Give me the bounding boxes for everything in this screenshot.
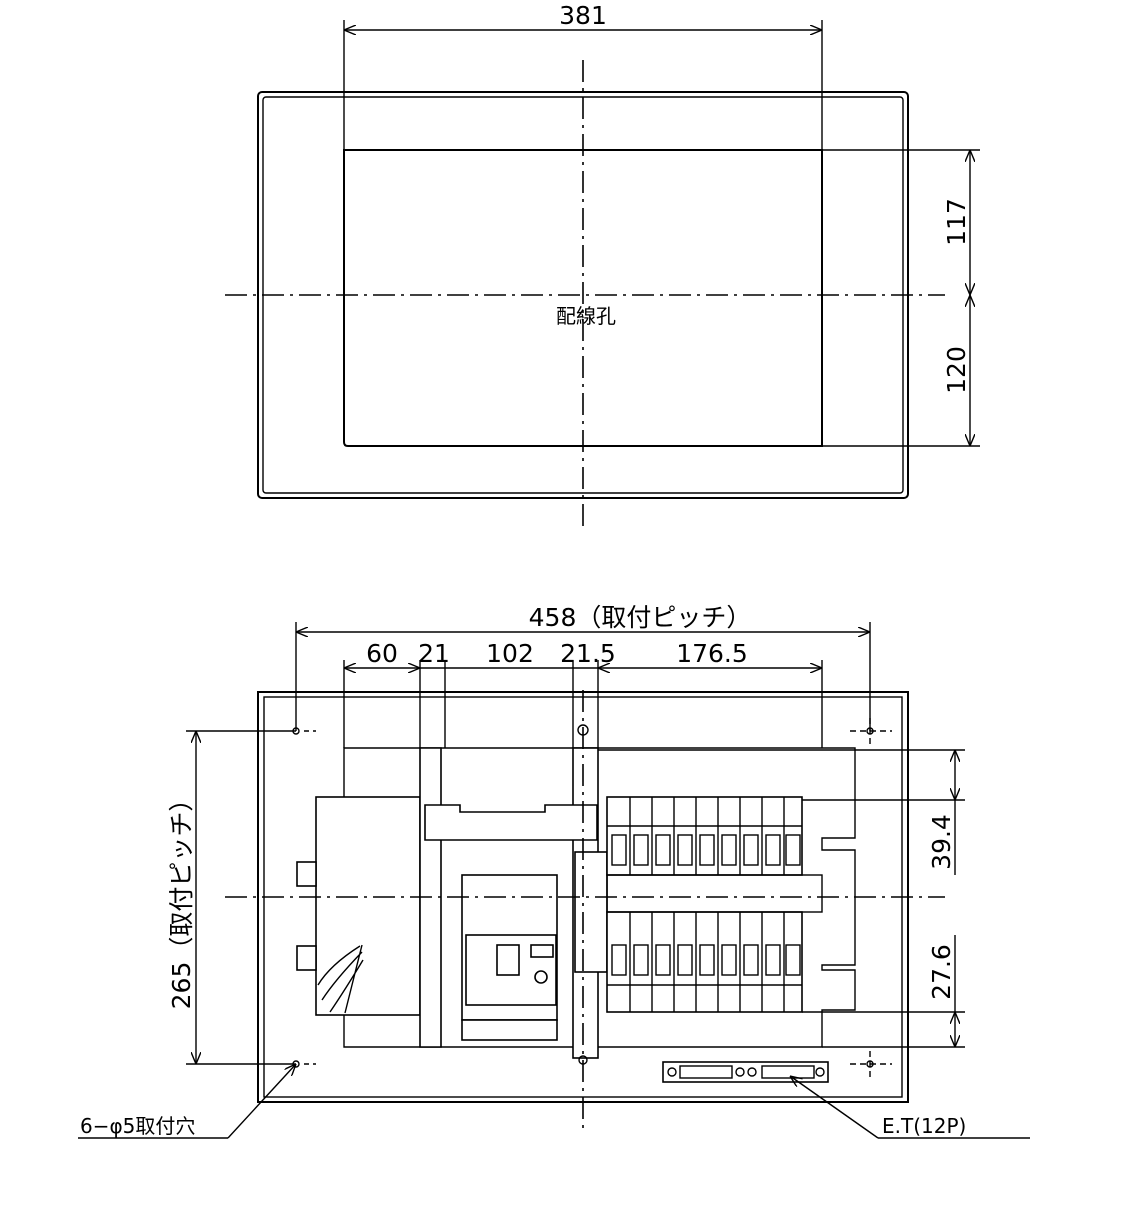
test-button — [496, 944, 520, 976]
dim-265-text: 265（取付ピッチ） — [167, 787, 196, 1010]
bus-bracket-upper — [424, 804, 598, 841]
dim-60-text: 60 — [366, 639, 398, 668]
et-label: E.T(12P) — [882, 1114, 966, 1138]
breaker-clamp — [461, 1019, 558, 1041]
dim-176-5-text: 176.5 — [676, 639, 748, 668]
dim-120-text: 120 — [942, 346, 971, 394]
bottom-view: 458（取付ピッチ） 60 21 102 21.5 176.5 265（取付ピッ… — [78, 603, 1030, 1139]
dim-39-4-text: 39.4 — [927, 814, 956, 870]
branch-breaker-row-lower — [606, 911, 803, 1013]
mounting-plate — [343, 747, 856, 1048]
dim-102-text: 102 — [486, 639, 534, 668]
top-view: 381 117 120 配線孔 — [225, 1, 980, 530]
main-breaker-cables — [317, 944, 364, 1014]
holes-label: 6−φ5取付穴 — [80, 1114, 195, 1138]
wiring-hole-label: 配線孔 — [556, 304, 616, 328]
earth-terminal-strip — [662, 1061, 829, 1083]
dim-458-text: 458（取付ピッチ） — [529, 603, 752, 632]
breaker-side-block — [574, 851, 608, 973]
branch-breaker-row-upper — [606, 796, 803, 876]
branch-breakers-lower — [607, 912, 802, 1012]
reset-knob — [534, 970, 548, 984]
branch-breakers-upper — [607, 797, 802, 875]
holes-leader — [227, 1064, 296, 1139]
main-breaker-tab-upper — [296, 861, 317, 887]
dim-117-text: 117 — [942, 198, 971, 246]
dim-381-text: 381 — [559, 1, 607, 30]
mounting-holes — [292, 718, 892, 1077]
main-breaker-body — [315, 796, 421, 1016]
branch-bus-bar — [606, 874, 823, 913]
main-breaker-tab-lower — [296, 945, 317, 971]
dim-27-6-text: 27.6 — [927, 944, 956, 1000]
et-leader — [790, 1076, 879, 1139]
dim-21-text: 21 — [418, 639, 450, 668]
wiring-hole-outline — [343, 149, 823, 447]
indicator-window — [530, 944, 554, 958]
dim-21-5-text: 21.5 — [560, 639, 616, 668]
